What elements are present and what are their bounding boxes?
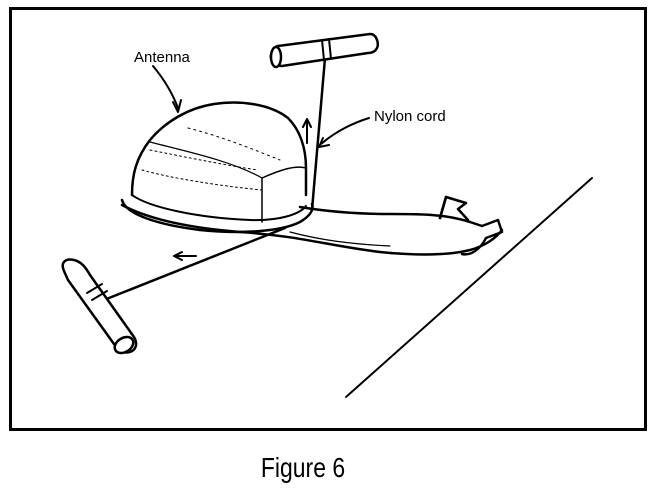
peel-arrow xyxy=(460,218,504,256)
figure-frame xyxy=(9,7,647,431)
upper-handle xyxy=(269,32,379,69)
nylon-cord-label: Nylon cord xyxy=(374,108,446,125)
antenna-leader xyxy=(152,65,179,109)
nylon-cord-upper xyxy=(310,56,327,212)
nylon-cord-leader xyxy=(320,117,370,145)
lower-handle xyxy=(61,258,138,355)
antenna-dome xyxy=(120,101,314,234)
figure-caption: Figure 6 xyxy=(260,452,346,483)
nylon-cord-lower xyxy=(102,226,287,302)
sealing-strip xyxy=(120,203,504,256)
mounting-surface-edge xyxy=(345,177,593,398)
antenna-label: Antenna xyxy=(134,49,190,66)
